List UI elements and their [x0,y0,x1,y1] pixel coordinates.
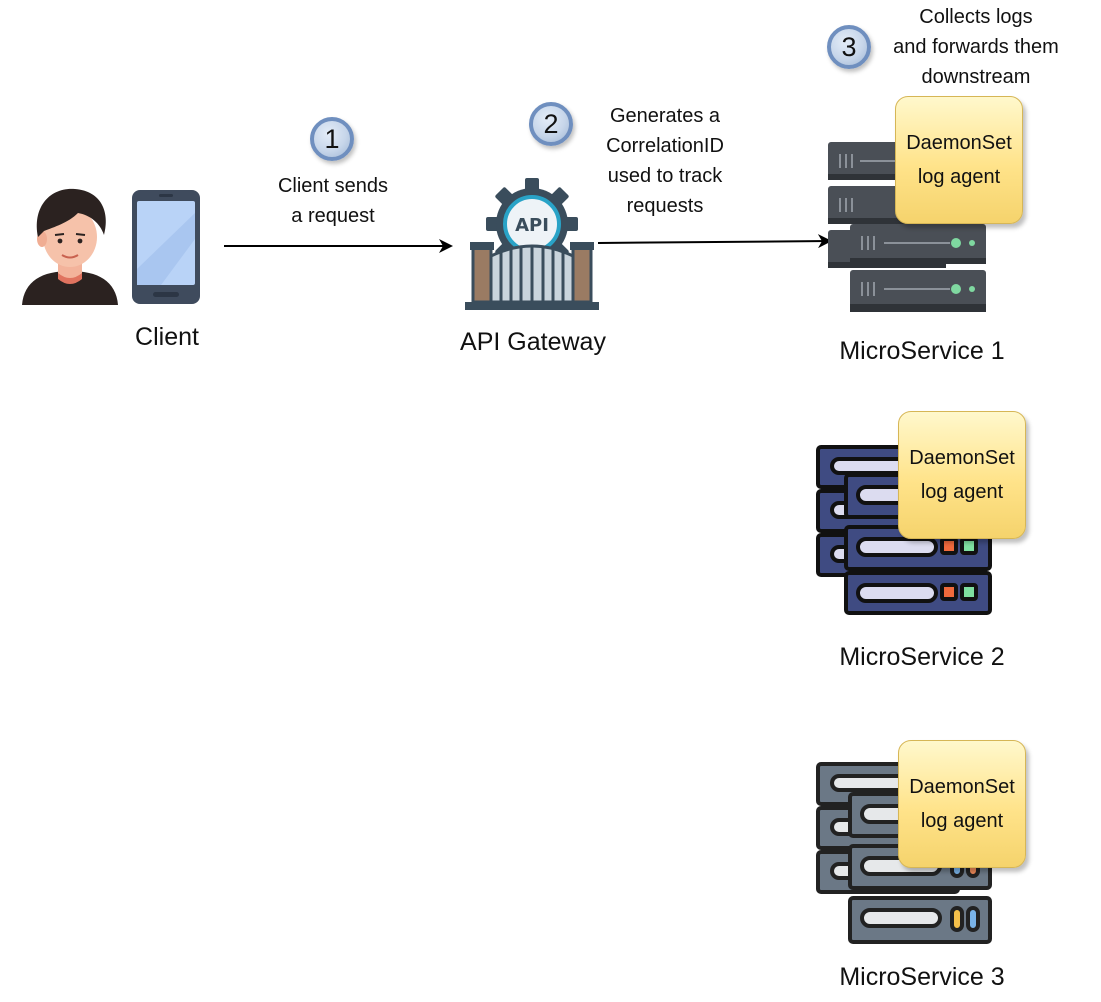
gateway-label: API Gateway [460,328,606,356]
api-gateway-icon: API [465,178,599,310]
ms3-agent-line-1: DaemonSet [909,776,1015,798]
step-2-line-4: requests [626,195,704,217]
ms2-agent-line-1: DaemonSet [909,447,1015,469]
client-label: Client [135,323,199,351]
ms3-log-agent-box: DaemonSet log agent [898,740,1026,868]
step-1-line-1: Client sends [277,175,389,197]
smartphone-icon [132,190,200,304]
ms3-agent-line-2: log agent [920,810,1004,832]
step-2-badge: 2 [529,102,573,146]
step-3-badge: 3 [827,25,871,69]
step-1-number: 1 [324,123,340,154]
step-3-note: Collects logs and forwards them downstre… [876,2,1076,92]
step-2-note: Generates a CorrelationID used to track … [585,101,745,221]
step-1-line-2: a request [291,205,375,227]
ms1-agent-line-1: DaemonSet [906,132,1012,154]
ms3-label: MicroService 3 [839,963,1005,991]
server-rack-icon [828,142,986,312]
step-2-number: 2 [543,108,559,139]
step-2-line-3: used to track [607,165,723,187]
svg-text:API: API [515,215,549,236]
step-3-line-3: downstream [921,66,1031,88]
step-2-line-1: Generates a [609,105,721,127]
ms1-agent-line-2: log agent [917,166,1001,188]
step-3-number: 3 [841,31,857,62]
ms1-label: MicroService 1 [839,337,1005,365]
step-1-badge: 1 [310,117,354,161]
person-icon [22,188,118,305]
step-2-line-2: CorrelationID [606,135,724,157]
step-3-line-2: and forwards them [893,36,1059,58]
ms1-log-agent-box: DaemonSet log agent [895,96,1023,224]
step-3-line-1: Collects logs [919,6,1033,28]
step-1-note: Client sends a request [253,171,413,231]
ms2-label: MicroService 2 [839,643,1005,671]
ms2-log-agent-box: DaemonSet log agent [898,411,1026,539]
ms2-agent-line-2: log agent [920,481,1004,503]
